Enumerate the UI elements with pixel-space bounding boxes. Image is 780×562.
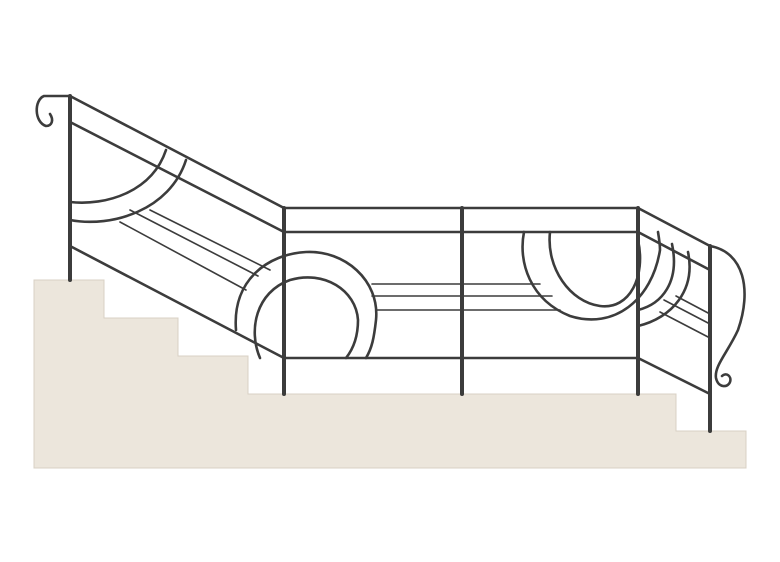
top-rail-lower-slope [636, 206, 712, 248]
arc-lower-inner [636, 242, 676, 312]
ring-left-outer [234, 250, 378, 360]
diagonal-bar-lower-3 [659, 311, 711, 339]
diagonal-bar-upper-1 [119, 221, 247, 291]
diagonal-bar-lower-1 [663, 299, 711, 325]
ring-right-inner [548, 230, 642, 308]
top-rail-upper-slope [68, 94, 286, 210]
staircase-body [33, 279, 747, 469]
arc-upper-outer [68, 158, 188, 224]
railing [35, 94, 746, 433]
handrail-start-scroll [35, 94, 72, 128]
staircase [33, 279, 747, 469]
diagonal-bar-upper-2 [129, 209, 259, 277]
ring-left-inner [253, 276, 360, 360]
diagonal-bar-lower-2 [675, 295, 711, 315]
bottom-rail-lower-slope [636, 356, 712, 396]
bottom-rail-upper-slope [68, 244, 286, 360]
handrail-end-volute [708, 244, 746, 388]
arc-lower-outer [636, 250, 691, 328]
arc-upper-inner [68, 148, 168, 204]
diagonal-bar-upper-3 [149, 209, 271, 271]
